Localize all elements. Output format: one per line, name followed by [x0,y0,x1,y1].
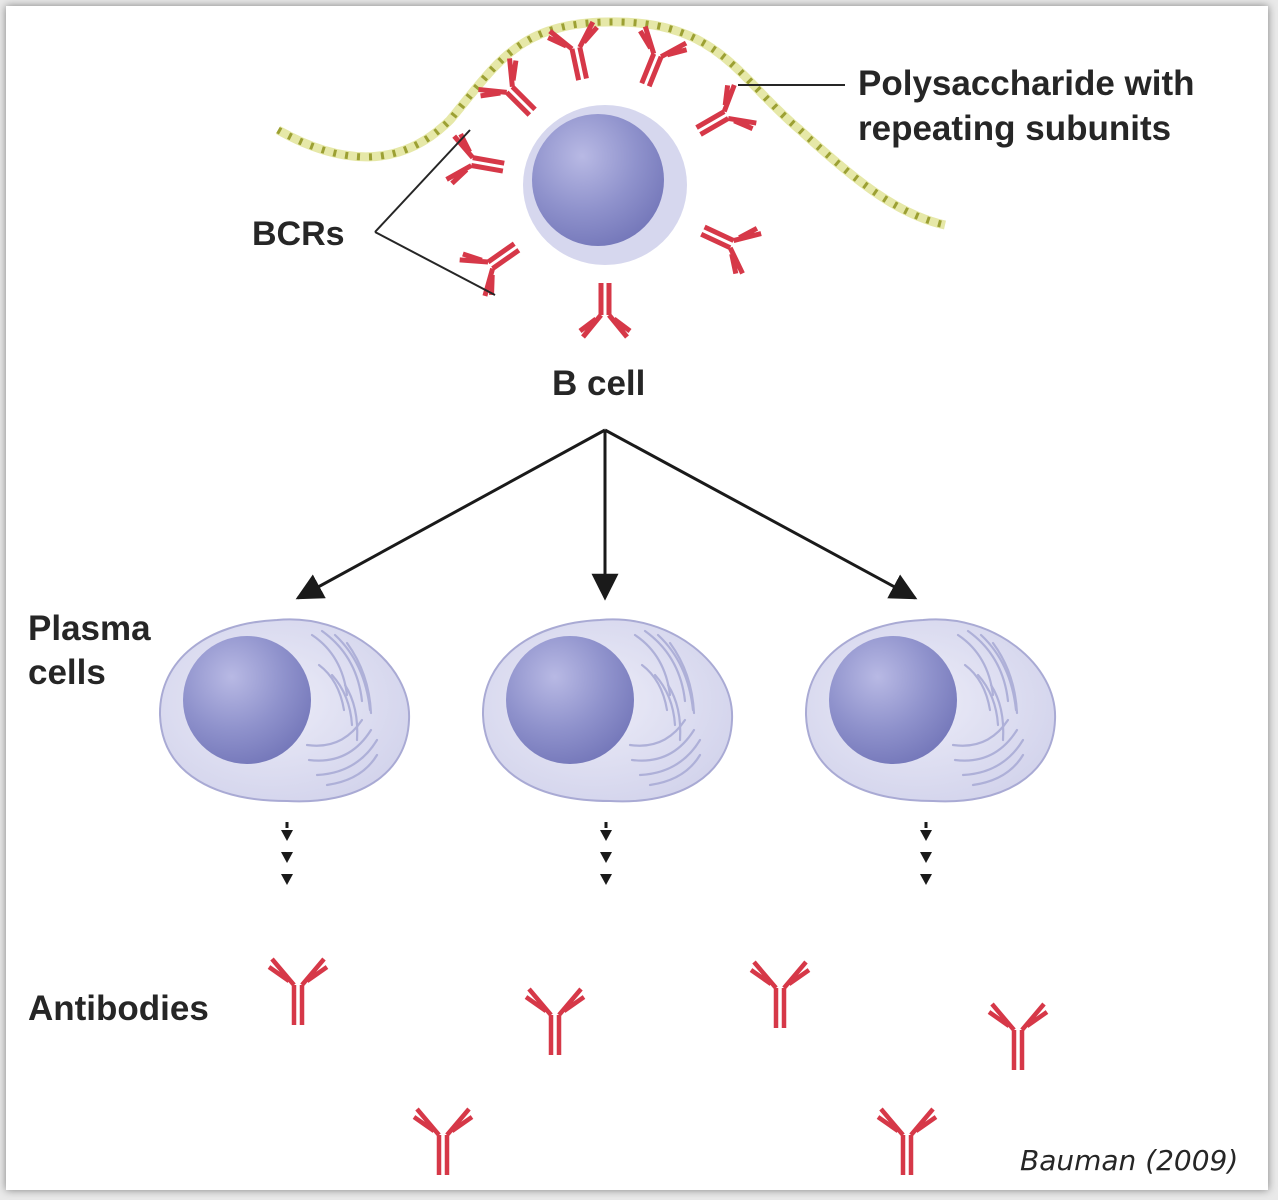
polysaccharide-chain [275,17,946,230]
arrow-to-plasma-cell-3 [604,428,918,600]
arrow-to-plasma-cell-1 [295,428,606,600]
bcrs-leader-lines [374,129,496,296]
differentiation-arrows [295,428,918,601]
free-antibodies [269,959,1047,1175]
antibody-3 [751,962,809,1028]
secretion-arrow-1 [281,822,293,885]
antibody-2 [526,989,584,1055]
plasma-cells-label-line2: cells [28,653,106,692]
b-cell [446,21,762,337]
antibody-6 [878,1109,936,1175]
secretion-arrow-3 [920,822,932,885]
source-credit: Bauman (2009) [1020,1144,1238,1177]
secretion-arrow-2 [600,822,612,885]
b-cell-label: B cell [552,364,645,403]
antibody-1 [269,959,327,1025]
plasma-cell-2 [481,618,734,803]
antibody-4 [989,1004,1047,1070]
polysaccharide-label-line2: repeating subunits [858,109,1171,148]
plasma-cell-1 [158,618,411,803]
polysaccharide-label-line1: Polysaccharide with [858,64,1195,103]
antibodies-label: Antibodies [28,989,209,1028]
antibody-5 [414,1109,472,1175]
plasma-cell-3 [804,618,1057,803]
plasma-cells-label-line1: Plasma [28,609,151,648]
secretion-arrows [281,822,932,885]
bcrs-label: BCRs [252,215,345,253]
